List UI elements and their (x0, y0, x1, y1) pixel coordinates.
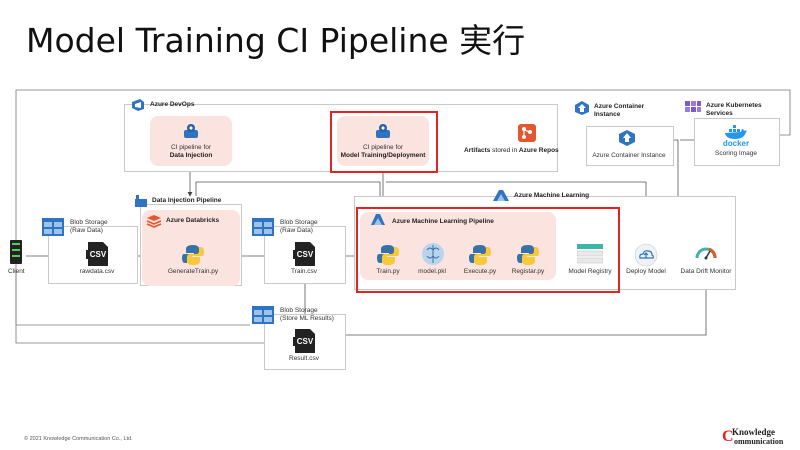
blob1-line1: Blob Storage (70, 219, 108, 226)
rawdata-label: rawdata.csv (79, 268, 115, 275)
drift-monitor-label: Data Drift Monitor (680, 268, 732, 275)
blob-storage-icon (42, 218, 64, 236)
azure-devops-icon (130, 98, 146, 112)
artifacts-repo: Azure Repos (518, 147, 559, 154)
cloud-upload-icon (634, 243, 658, 267)
pipeline-icon (182, 122, 200, 140)
execute-py-label: Execute.py (463, 268, 497, 275)
azure-ml-icon (492, 188, 510, 202)
aml-pipeline-highlight (356, 207, 620, 293)
artifacts-word: Artifacts (464, 147, 491, 154)
aks-frame (694, 118, 780, 166)
azure-ml-icon (370, 212, 386, 226)
csv-text: CSV (296, 250, 314, 259)
ci-training-highlight (330, 111, 438, 173)
aci-label: Azure Container Instance (592, 152, 666, 159)
aks-title-line1: Azure Kubernetes (706, 102, 762, 109)
blob3-line2: (Store ML Results) (280, 315, 334, 322)
aci-title-line1: Azure Container (594, 103, 645, 110)
client-server-icon (10, 240, 22, 264)
data-factory-icon (134, 194, 148, 208)
blob1-line2: (Raw Data) (70, 227, 103, 234)
docker-label: docker (722, 139, 750, 148)
logo-knowledge: Knowledge (732, 427, 775, 437)
csv-text: CSV (89, 250, 107, 259)
python-icon (182, 244, 204, 266)
ci-training-line1: CI pipeline for (362, 144, 404, 151)
python-icon (377, 244, 399, 266)
page-title: Model Training CI Pipeline 実行 (26, 21, 526, 60)
result-csv-label: Result.csv (289, 355, 319, 362)
client-label: Client (8, 268, 25, 275)
blob-storage-icon (252, 218, 274, 236)
deploy-model-label: Deploy Model (626, 268, 666, 275)
databricks-icon (146, 214, 162, 228)
copyright-footer: © 2021 Knowledge Communication Co., Ltd. (24, 436, 133, 442)
gauge-icon (694, 242, 718, 266)
blob2-line2: (Raw Data) (280, 227, 313, 234)
aks-title-line2: Services (706, 110, 733, 117)
azure-ml-label: Azure Machine Learning (514, 192, 590, 199)
model-registry-icon (576, 244, 604, 266)
container-instance-icon (574, 100, 590, 116)
model-registry-label: Model Registry (568, 268, 612, 275)
train-py-label: Train.py (376, 268, 400, 275)
blob-storage-icon (252, 306, 274, 324)
artifacts-mid: stored in (490, 147, 519, 154)
kubernetes-icon (684, 100, 702, 116)
csv-file-icon: CSV (293, 242, 317, 266)
data-injection-label: Data Injection Pipeline (152, 197, 222, 204)
aml-pipeline-label: Azure Machine Learning Pipeline (392, 218, 494, 225)
blob3-line1: Blob Storage (280, 307, 318, 314)
container-instance-icon (618, 129, 636, 147)
csv-file-icon: CSV (293, 329, 317, 353)
artifacts-caption: Artifacts stored in Azure Repos (464, 147, 559, 154)
csv-text: CSV (296, 337, 314, 346)
python-icon (469, 244, 491, 266)
python-icon (517, 244, 539, 266)
docker-icon (724, 124, 748, 140)
ci-training-line2: Model Training/Deployment (340, 152, 426, 159)
logo-c: C (722, 428, 734, 445)
databricks-label: Azure Databricks (166, 217, 220, 224)
logo-k: K (732, 427, 740, 437)
generate-train-label: GenerateTrain.py (167, 268, 219, 275)
logo-knowledge-text: nowledge (739, 427, 776, 437)
aci-title-line2: Instance (594, 111, 621, 118)
ci-injection-line1: CI pipeline for (170, 144, 212, 151)
blob2-line1: Blob Storage (280, 219, 318, 226)
company-logo: C Knowledge ommunication (722, 427, 794, 448)
model-pkl-label: model.pkl (418, 268, 446, 275)
scoring-image: Scoring Image (715, 150, 757, 157)
csv-file-icon: CSV (86, 242, 110, 266)
pipeline-icon (374, 122, 392, 140)
register-py-label: Registar.py (511, 268, 545, 275)
ci-injection-line2: Data Injection (169, 152, 213, 159)
azure-devops-label: Azure DevOps (150, 101, 195, 108)
logo-communication: ommunication (734, 437, 784, 446)
brain-icon (421, 242, 445, 266)
azure-repos-icon (518, 124, 536, 142)
train-csv-label: Train.csv (290, 268, 318, 275)
